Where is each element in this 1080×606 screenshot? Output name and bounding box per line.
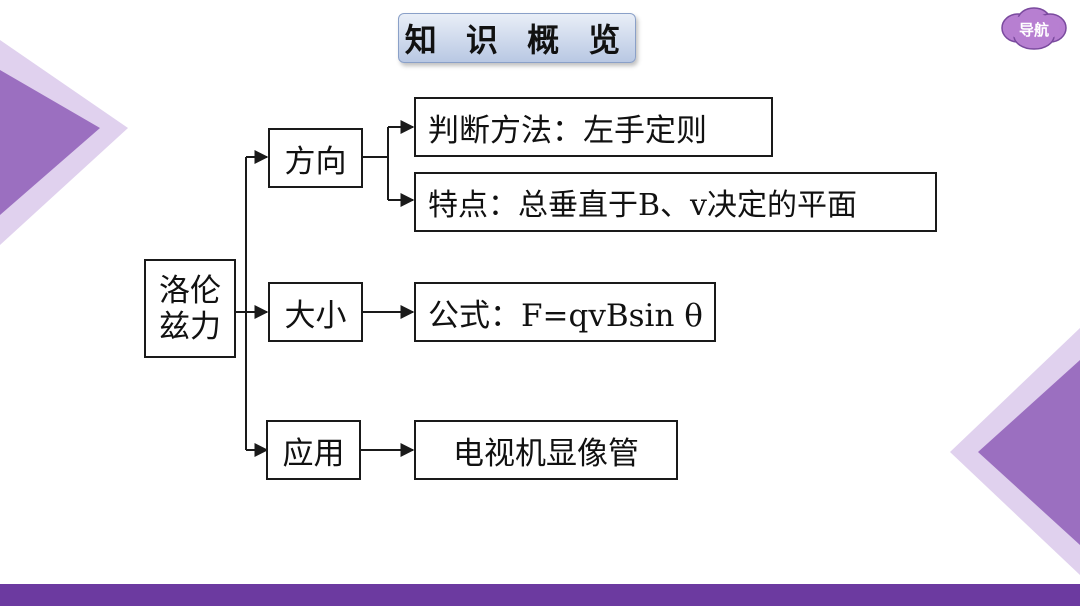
root-line-1: 洛伦 [159, 272, 221, 309]
direction-node: 方向 [268, 128, 363, 188]
bottom-bar [0, 584, 1080, 606]
formula-node: 公式：F=qvBsin θ [414, 282, 716, 342]
nav-button[interactable]: 导航 [998, 4, 1070, 54]
example-node: 电视机显像管 [414, 420, 678, 480]
method-node: 判断方法：左手定则 [414, 97, 773, 157]
cloud-icon [1001, 7, 1067, 50]
root-node: 洛伦 兹力 [144, 259, 236, 358]
magnitude-node: 大小 [268, 282, 363, 342]
nav-label: 导航 [1018, 20, 1049, 39]
feature-node: 特点：总垂直于B、v决定的平面 [414, 172, 937, 232]
root-line-2: 兹力 [159, 308, 221, 345]
application-node: 应用 [266, 420, 361, 480]
page-title: 知 识 概 览 [398, 13, 636, 63]
